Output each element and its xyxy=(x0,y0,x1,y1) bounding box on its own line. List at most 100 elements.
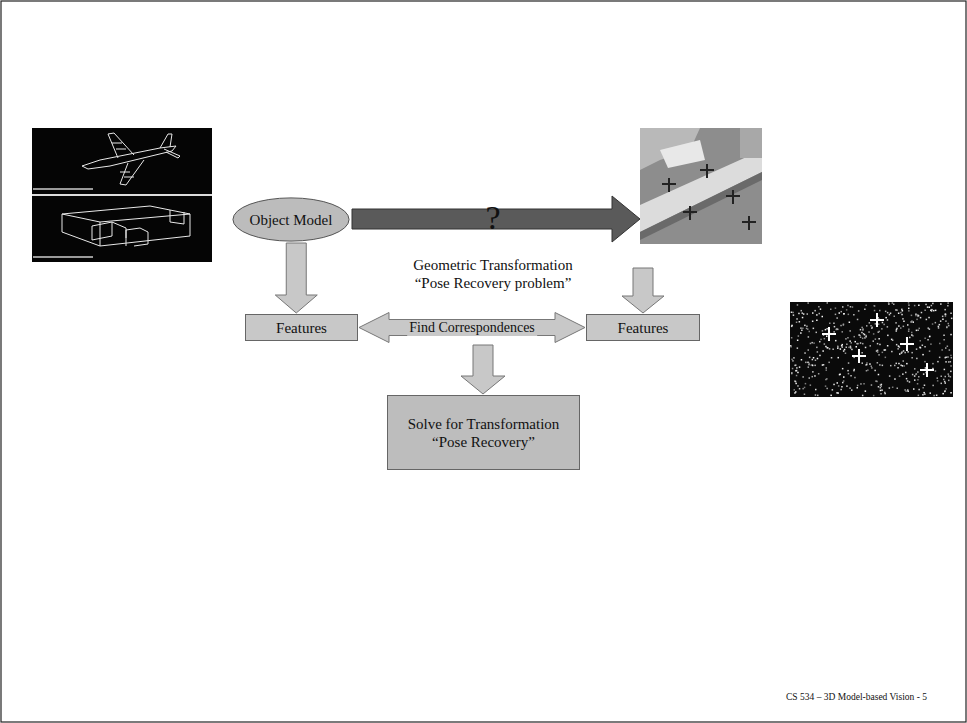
noise-speck xyxy=(862,362,864,364)
noise-speck xyxy=(838,357,840,359)
noise-speck xyxy=(938,326,940,328)
noise-speck xyxy=(918,305,920,307)
noise-speck xyxy=(945,314,947,316)
photo-aircraft xyxy=(662,164,756,230)
noise-speck xyxy=(885,311,887,313)
noise-speck xyxy=(899,353,901,355)
noise-speck xyxy=(944,391,946,393)
noise-speck xyxy=(862,329,864,331)
noise-speck xyxy=(950,355,952,357)
noise-speck xyxy=(854,377,856,379)
noise-speck xyxy=(939,343,941,345)
noise-speck xyxy=(911,352,913,354)
noise-speck xyxy=(896,330,898,332)
noise-speck xyxy=(794,392,796,394)
noise-speck xyxy=(916,358,918,360)
noise-speck xyxy=(913,388,915,390)
noise-speck xyxy=(794,389,796,391)
noise-speck xyxy=(832,349,834,351)
noise-speck xyxy=(924,385,926,387)
noise-speck xyxy=(929,307,931,309)
noise-speck xyxy=(878,323,880,325)
edge-noise xyxy=(790,302,952,396)
noise-speck xyxy=(900,312,902,314)
noise-speck xyxy=(795,381,797,383)
noise-speck xyxy=(916,348,918,350)
noise-speck xyxy=(931,310,933,312)
noise-speck xyxy=(938,327,940,329)
noise-speck xyxy=(932,385,934,387)
noise-speck xyxy=(901,309,903,311)
noise-speck xyxy=(839,312,841,314)
noise-speck xyxy=(924,310,926,312)
noise-speck xyxy=(897,388,899,390)
noise-speck xyxy=(848,347,850,349)
noise-speck xyxy=(919,328,921,330)
feature-extraction-arrow xyxy=(622,268,664,313)
noise-speck xyxy=(930,392,932,394)
noise-speck xyxy=(942,316,944,318)
noise-speck xyxy=(903,360,905,362)
noise-speck xyxy=(810,384,812,386)
noise-speck xyxy=(874,370,876,372)
noise-speck xyxy=(891,339,893,341)
noise-speck xyxy=(833,331,835,333)
noise-speck xyxy=(937,380,939,382)
noise-speck xyxy=(946,326,948,328)
noise-speck xyxy=(896,328,898,330)
noise-speck xyxy=(916,373,918,375)
noise-speck xyxy=(940,303,942,305)
noise-speck xyxy=(791,325,793,327)
screen-panel xyxy=(32,196,212,262)
noise-speck xyxy=(902,310,904,312)
noise-speck xyxy=(894,378,896,380)
node-text-group: Features xyxy=(618,319,669,337)
noise-speck xyxy=(860,329,862,331)
noise-speck xyxy=(922,354,924,356)
noise-speck xyxy=(915,374,917,376)
noise-speck xyxy=(813,342,815,344)
noise-speck xyxy=(811,364,813,366)
noise-speck xyxy=(937,377,939,379)
noise-speck xyxy=(945,357,947,359)
noise-speck xyxy=(926,319,928,321)
noise-speck xyxy=(951,357,953,359)
noise-speck xyxy=(869,363,871,365)
noise-speck xyxy=(814,310,816,312)
edge-aircraft xyxy=(822,313,934,377)
noise-speck xyxy=(876,381,878,383)
noise-speck xyxy=(905,390,907,392)
noise-speck xyxy=(939,357,941,359)
noise-speck xyxy=(805,383,807,385)
noise-speck xyxy=(924,361,926,363)
noise-speck xyxy=(817,351,819,353)
noise-speck xyxy=(904,352,906,354)
noise-speck xyxy=(820,308,822,310)
ellipse-shape xyxy=(233,198,349,241)
noise-speck xyxy=(853,314,855,316)
noise-speck xyxy=(873,395,875,397)
noise-speck xyxy=(941,383,943,385)
noise-speck xyxy=(822,316,824,318)
noise-speck xyxy=(925,367,927,369)
noise-speck xyxy=(927,306,929,308)
noise-speck xyxy=(903,321,905,323)
noise-speck xyxy=(840,389,842,391)
arrow-caption: “Pose Recovery problem” xyxy=(415,275,572,292)
noise-speck xyxy=(932,323,934,325)
noise-speck xyxy=(945,388,947,390)
noise-speck xyxy=(838,385,840,387)
noise-speck xyxy=(805,362,807,364)
noise-speck xyxy=(875,323,877,325)
noise-speck xyxy=(826,378,828,380)
noise-speck xyxy=(846,309,848,311)
noise-speck xyxy=(836,317,838,319)
noise-speck xyxy=(908,304,910,306)
noise-speck xyxy=(920,347,922,349)
screen-caption-marks xyxy=(33,188,93,258)
noise-speck xyxy=(909,381,911,383)
noise-speck xyxy=(834,326,836,328)
connector-label: Find Correspondences xyxy=(407,320,537,336)
noise-speck xyxy=(816,347,818,349)
noise-speck xyxy=(798,313,800,315)
